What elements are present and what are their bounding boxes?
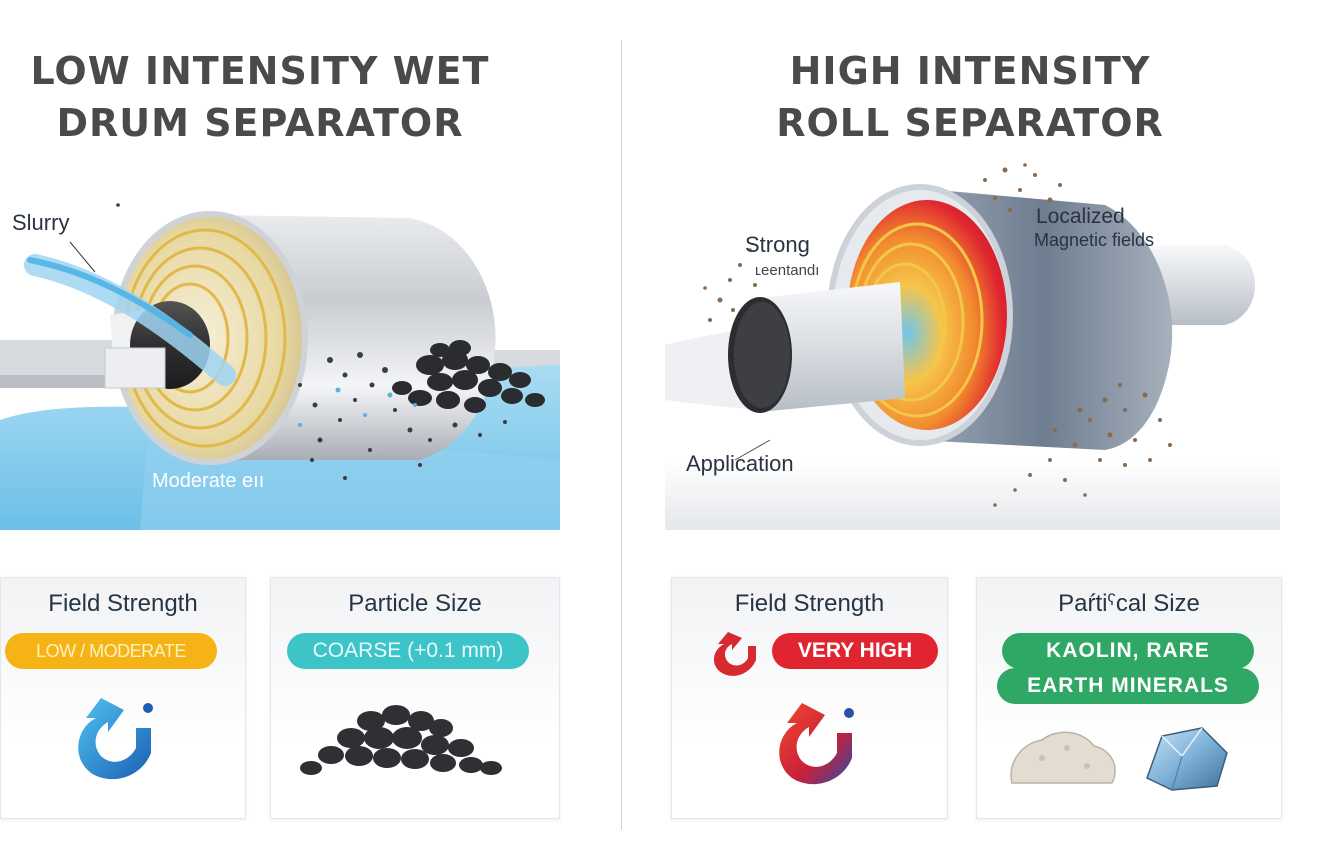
coarse-pill: COARSE (+0.1 mm) [287,633,529,669]
very-high-pill: VERY HIGH [772,633,938,669]
center-divider [621,40,622,830]
left-title: LOW INTENSITY WET DRUM SEPARATOR [0,45,520,149]
localized-label: Localized [1036,205,1125,228]
moderate-field-label: Moderate eıı [152,470,265,492]
small-magnet-arrow-icon [713,632,756,676]
coarse-particles-icon [300,705,502,775]
wet-drum-separator-illustration [0,203,560,530]
low-moderate-pill: LOW / MODERATE [5,633,217,669]
magnet-arrow-icon [779,703,854,785]
right-field-strength-card: Field Strength VERY HIGH [671,577,948,819]
right-title: HIGH INTENSITY ROLL SEPARATOR [700,45,1240,149]
magnetic-fields-label: Magnetic fields [1034,230,1155,250]
left-title-line1: LOW INTENSITY WET [30,49,490,93]
earth-minerals-pill: EARTH MINERALS [997,668,1259,704]
roll-separator-illustration [665,163,1280,530]
application-label: Application [686,451,794,476]
strong-sub-label: ʟeentandı [755,262,820,279]
left-field-strength-card: Field Strength LOW / MODERATE [0,577,246,819]
card-title: Paŕtiˁcal Size [1058,590,1200,617]
right-particle-size-card: Paŕtiˁcal Size KAOLIN, RARE EARTH MINERA… [976,577,1282,819]
left-particle-size-card: Particle Size COARSE (+0.1 mm) [270,577,560,819]
card-title: Field Strength [734,590,885,617]
mineral-rocks-icon [1010,727,1228,791]
right-title-line2: ROLL SEPARATOR [776,101,1164,145]
strong-label: Strong [745,232,810,257]
right-title-line1: HIGH INTENSITY [789,49,1151,93]
magnet-arrow-icon [78,698,153,780]
card-title: Field Strength [48,590,198,617]
slurry-label: Slurry [12,210,70,235]
left-title-line2: DRUM SEPARATOR [56,101,464,145]
kaolin-pill: KAOLIN, RARE [1002,633,1254,669]
card-title: Particle Size [348,590,482,617]
